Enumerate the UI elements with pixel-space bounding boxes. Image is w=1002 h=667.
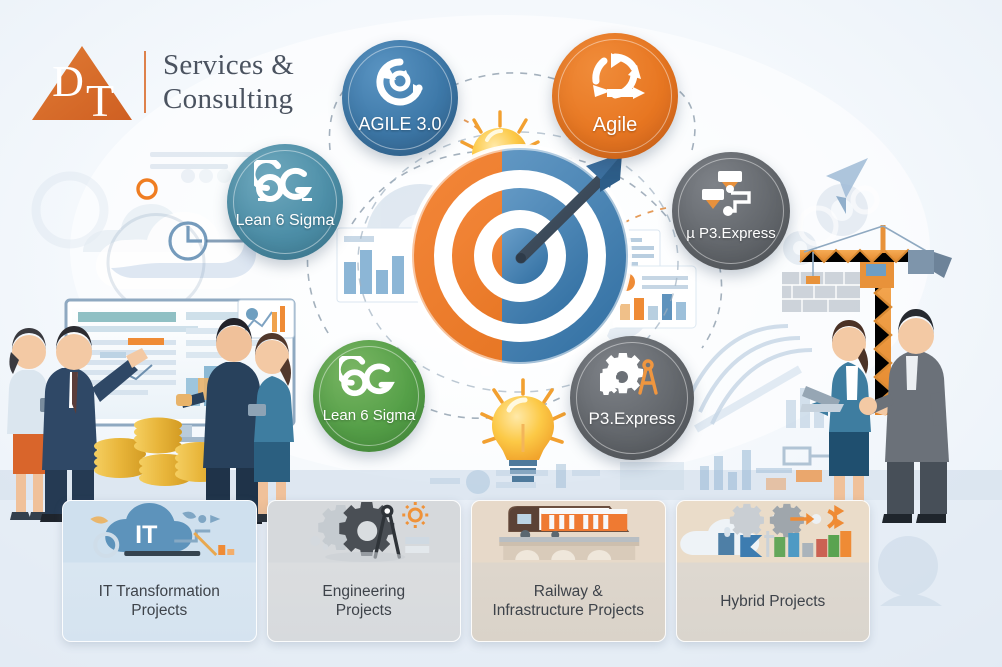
workflow-nodes-icon [700,169,762,222]
card-line-1: Railway & [533,583,603,601]
left-scene-graphic [7,298,296,524]
badge-label: AGILE 3.0 [358,114,442,135]
agile-circular-arrows-icon [585,51,645,110]
card-hybrid-projects[interactable]: Hybrid Projects [675,500,870,642]
cloud-it-icon: IT [63,501,256,563]
badge-lean-six-sigma-bottom[interactable]: Lean 6 Sigma [313,340,425,452]
brand-line-1: Services & [163,48,295,81]
brand-line-2: Consulting [163,83,294,115]
badge-label: Agile [592,113,638,136]
logo-divider [144,51,146,113]
six-sigma-6g-icon [249,157,316,211]
badge-label: P3.Express [588,409,676,429]
six-sigma-6g-icon [335,352,399,405]
cloud-gears-chart-icon [677,501,870,563]
badge-label: Lean 6 Sigma [322,406,416,424]
right-scene-graphic [686,225,952,523]
gear-compass-icon [268,501,461,563]
card-line-1: Engineering [322,583,406,601]
svg-text:D: D [52,57,84,106]
card-line-1: IT Transformation [98,583,220,601]
svg-text:IT: IT [135,521,157,549]
dt-triangle-icon: D T [28,42,134,126]
card-caption: Railway &Infrastructure Projects [472,563,665,641]
badge-label: µ P3.Express [686,224,776,242]
badge-agile[interactable]: Agile [552,33,678,159]
card-caption: Hybrid Projects [677,563,870,641]
badge-lean-six-sigma-top[interactable]: Lean 6 Sigma [227,144,343,260]
card-railway-infrastructure[interactable]: Railway &Infrastructure Projects [471,500,666,642]
target-bullseye-graphic [408,144,632,368]
brand-name: Services & Consulting [163,48,294,116]
card-line-2: Projects [335,602,392,619]
card-line-2: Infrastructure Projects [492,602,645,619]
badge-agile-30[interactable]: AGILE 3.0 [342,40,458,156]
card-line-2: Projects [131,602,188,619]
train-viaduct-icon [472,501,665,563]
agile-cycle-arrow-icon [374,56,426,111]
badge-micro-p3-express[interactable]: µ P3.Express [672,152,790,270]
card-line-1: Hybrid Projects [720,592,826,610]
brand-logo: D T Services & Consulting [28,42,294,126]
svg-text:T: T [86,75,114,122]
lightbulb-bottom-icon [480,378,566,482]
badge-label: Lean 6 Sigma [235,212,335,230]
badge-p3-express[interactable]: P3.Express [570,336,694,460]
gears-compass-icon [593,353,664,406]
